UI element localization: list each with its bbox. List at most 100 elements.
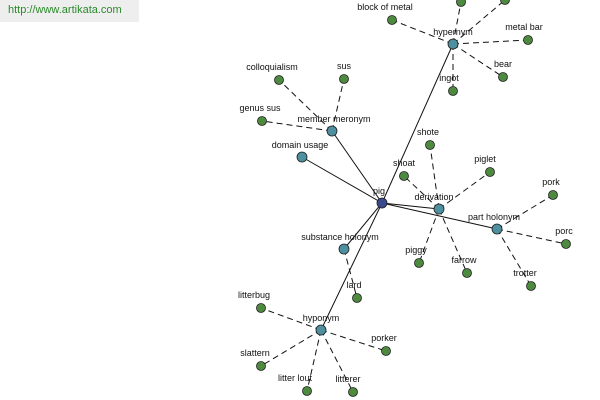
leaf-node-label: lard <box>346 280 361 290</box>
leaf-node-hypernym-top-1[interactable] <box>456 0 466 7</box>
relation-node-marker[interactable] <box>326 125 338 137</box>
leaf-node-marker[interactable] <box>352 293 362 303</box>
relation-node-label: derivation <box>414 192 453 202</box>
leaf-node-label: farrow <box>451 255 477 265</box>
relation-node-hypernym[interactable]: hypernym <box>433 27 473 50</box>
leaf-node-label: slattern <box>240 348 270 358</box>
center-node-pig[interactable]: pig <box>373 186 388 209</box>
leaf-node-bear[interactable]: bear <box>494 59 512 82</box>
leaf-node-marker[interactable] <box>348 387 358 397</box>
leaf-node-label: litterer <box>335 374 360 384</box>
leaf-node-ingot[interactable]: ingot <box>439 73 459 96</box>
leaf-node-marker[interactable] <box>485 167 495 177</box>
edge-derivation-shote <box>429 144 440 210</box>
leaf-node-marker[interactable] <box>381 346 391 356</box>
leaf-node-marker[interactable] <box>498 72 508 82</box>
leaf-node-label: porker <box>371 333 397 343</box>
leaf-node-marker[interactable] <box>425 140 435 150</box>
leaf-node-block-of-metal[interactable]: block of metal <box>357 2 413 25</box>
relation-node-marker[interactable] <box>296 151 308 163</box>
edge-hyponym-litterbug <box>260 307 322 331</box>
edge-pig-member-meronym <box>331 130 383 204</box>
edge-member-meronym-colloquialism <box>278 79 333 132</box>
edge-hyponym-porker <box>320 329 387 352</box>
edge-pig-hyponym <box>320 202 383 331</box>
leaf-node-trotter[interactable]: trotter <box>513 268 537 291</box>
edge-substance-holonym-lard <box>343 248 358 299</box>
leaf-node-label: litter lout <box>278 373 313 383</box>
relation-node-substance-holonym[interactable]: substance holonym <box>301 232 379 255</box>
leaf-node-marker[interactable] <box>257 116 267 126</box>
leaf-node-marker[interactable] <box>256 303 266 313</box>
edge-hypernym-metal-bar <box>452 39 529 45</box>
leaf-node-litterbug[interactable]: litterbug <box>238 290 270 313</box>
leaf-node-porc[interactable]: porc <box>555 226 573 249</box>
relation-node-marker[interactable] <box>338 243 350 255</box>
relation-node-label: hyponym <box>303 313 340 323</box>
leaf-node-litter-lout[interactable]: litter lout <box>278 373 313 396</box>
leaf-node-genus-sus[interactable]: genus sus <box>239 103 281 126</box>
leaf-node-label: porc <box>555 226 573 236</box>
leaf-node-label: shote <box>417 127 439 137</box>
leaf-node-hypernym-top-2[interactable] <box>500 0 510 5</box>
leaf-node-marker[interactable] <box>448 86 458 96</box>
leaf-node-marker[interactable] <box>274 75 284 85</box>
leaf-node-label: colloquialism <box>246 62 298 72</box>
leaf-node-colloquialism[interactable]: colloquialism <box>246 62 298 85</box>
relation-node-derivation[interactable]: derivation <box>414 192 454 215</box>
center-node-marker[interactable] <box>376 197 388 209</box>
leaf-node-farrow[interactable]: farrow <box>451 255 477 278</box>
relation-node-label: member meronym <box>297 114 370 124</box>
leaf-node-marker[interactable] <box>302 386 312 396</box>
leaf-node-marker[interactable] <box>462 268 472 278</box>
leaf-node-piglet[interactable]: piglet <box>474 154 496 177</box>
leaf-node-shote[interactable]: shote <box>417 127 439 150</box>
edge-hyponym-litterer <box>320 329 354 393</box>
leaf-node-marker[interactable] <box>548 190 558 200</box>
edge-part-holonym-porc <box>496 228 567 245</box>
leaf-node-porker[interactable]: porker <box>371 333 397 356</box>
leaf-node-lard[interactable]: lard <box>346 280 362 303</box>
leaf-node-shoat[interactable]: shoat <box>393 158 416 181</box>
leaf-node-label: piglet <box>474 154 496 164</box>
relation-node-marker[interactable] <box>433 203 445 215</box>
leaf-node-marker[interactable] <box>399 171 409 181</box>
relation-node-marker[interactable] <box>315 324 327 336</box>
leaf-node-piggy[interactable]: piggy <box>405 245 427 268</box>
leaf-node-marker[interactable] <box>561 239 571 249</box>
edge-part-holonym-pork <box>496 194 554 230</box>
edge-member-meronym-sus <box>331 78 345 132</box>
leaf-node-marker[interactable] <box>339 74 349 84</box>
relation-node-member-meronym[interactable]: member meronym <box>297 114 371 137</box>
edge-hyponym-litter-lout <box>306 329 322 392</box>
leaf-node-label: bear <box>494 59 512 69</box>
leaf-node-marker[interactable] <box>500 0 510 5</box>
relation-node-domain-usage[interactable]: domain usage <box>272 140 329 163</box>
edge-hypernym-hypernym-top-2 <box>452 0 506 45</box>
leaf-node-litterer[interactable]: litterer <box>335 374 361 397</box>
leaf-node-marker[interactable] <box>256 361 266 371</box>
leaf-node-label: ingot <box>439 73 459 83</box>
leaf-node-marker[interactable] <box>523 35 533 45</box>
relation-node-part-holonym[interactable]: part holonym <box>468 212 520 235</box>
leaf-node-label: block of metal <box>357 2 413 12</box>
edge-hypernym-block-of-metal <box>391 19 454 45</box>
relation-node-hyponym[interactable]: hyponym <box>303 313 340 336</box>
leaf-node-marker[interactable] <box>414 258 424 268</box>
leaf-node-marker[interactable] <box>526 281 536 291</box>
relation-node-marker[interactable] <box>491 223 503 235</box>
leaf-node-label: piggy <box>405 245 427 255</box>
leaf-node-label: litterbug <box>238 290 270 300</box>
leaf-node-label: trotter <box>513 268 537 278</box>
edge-pig-domain-usage <box>301 156 383 204</box>
leaf-node-marker[interactable] <box>456 0 466 7</box>
leaf-node-sus[interactable]: sus <box>337 61 352 84</box>
leaf-node-metal-bar[interactable]: metal bar <box>505 22 543 45</box>
relation-node-marker[interactable] <box>447 38 459 50</box>
leaf-node-pork[interactable]: pork <box>542 177 560 200</box>
site-url[interactable]: http://www.artikata.com <box>0 0 139 22</box>
leaf-node-slattern[interactable]: slattern <box>240 348 270 371</box>
leaf-node-label: pork <box>542 177 560 187</box>
leaf-node-marker[interactable] <box>387 15 397 25</box>
